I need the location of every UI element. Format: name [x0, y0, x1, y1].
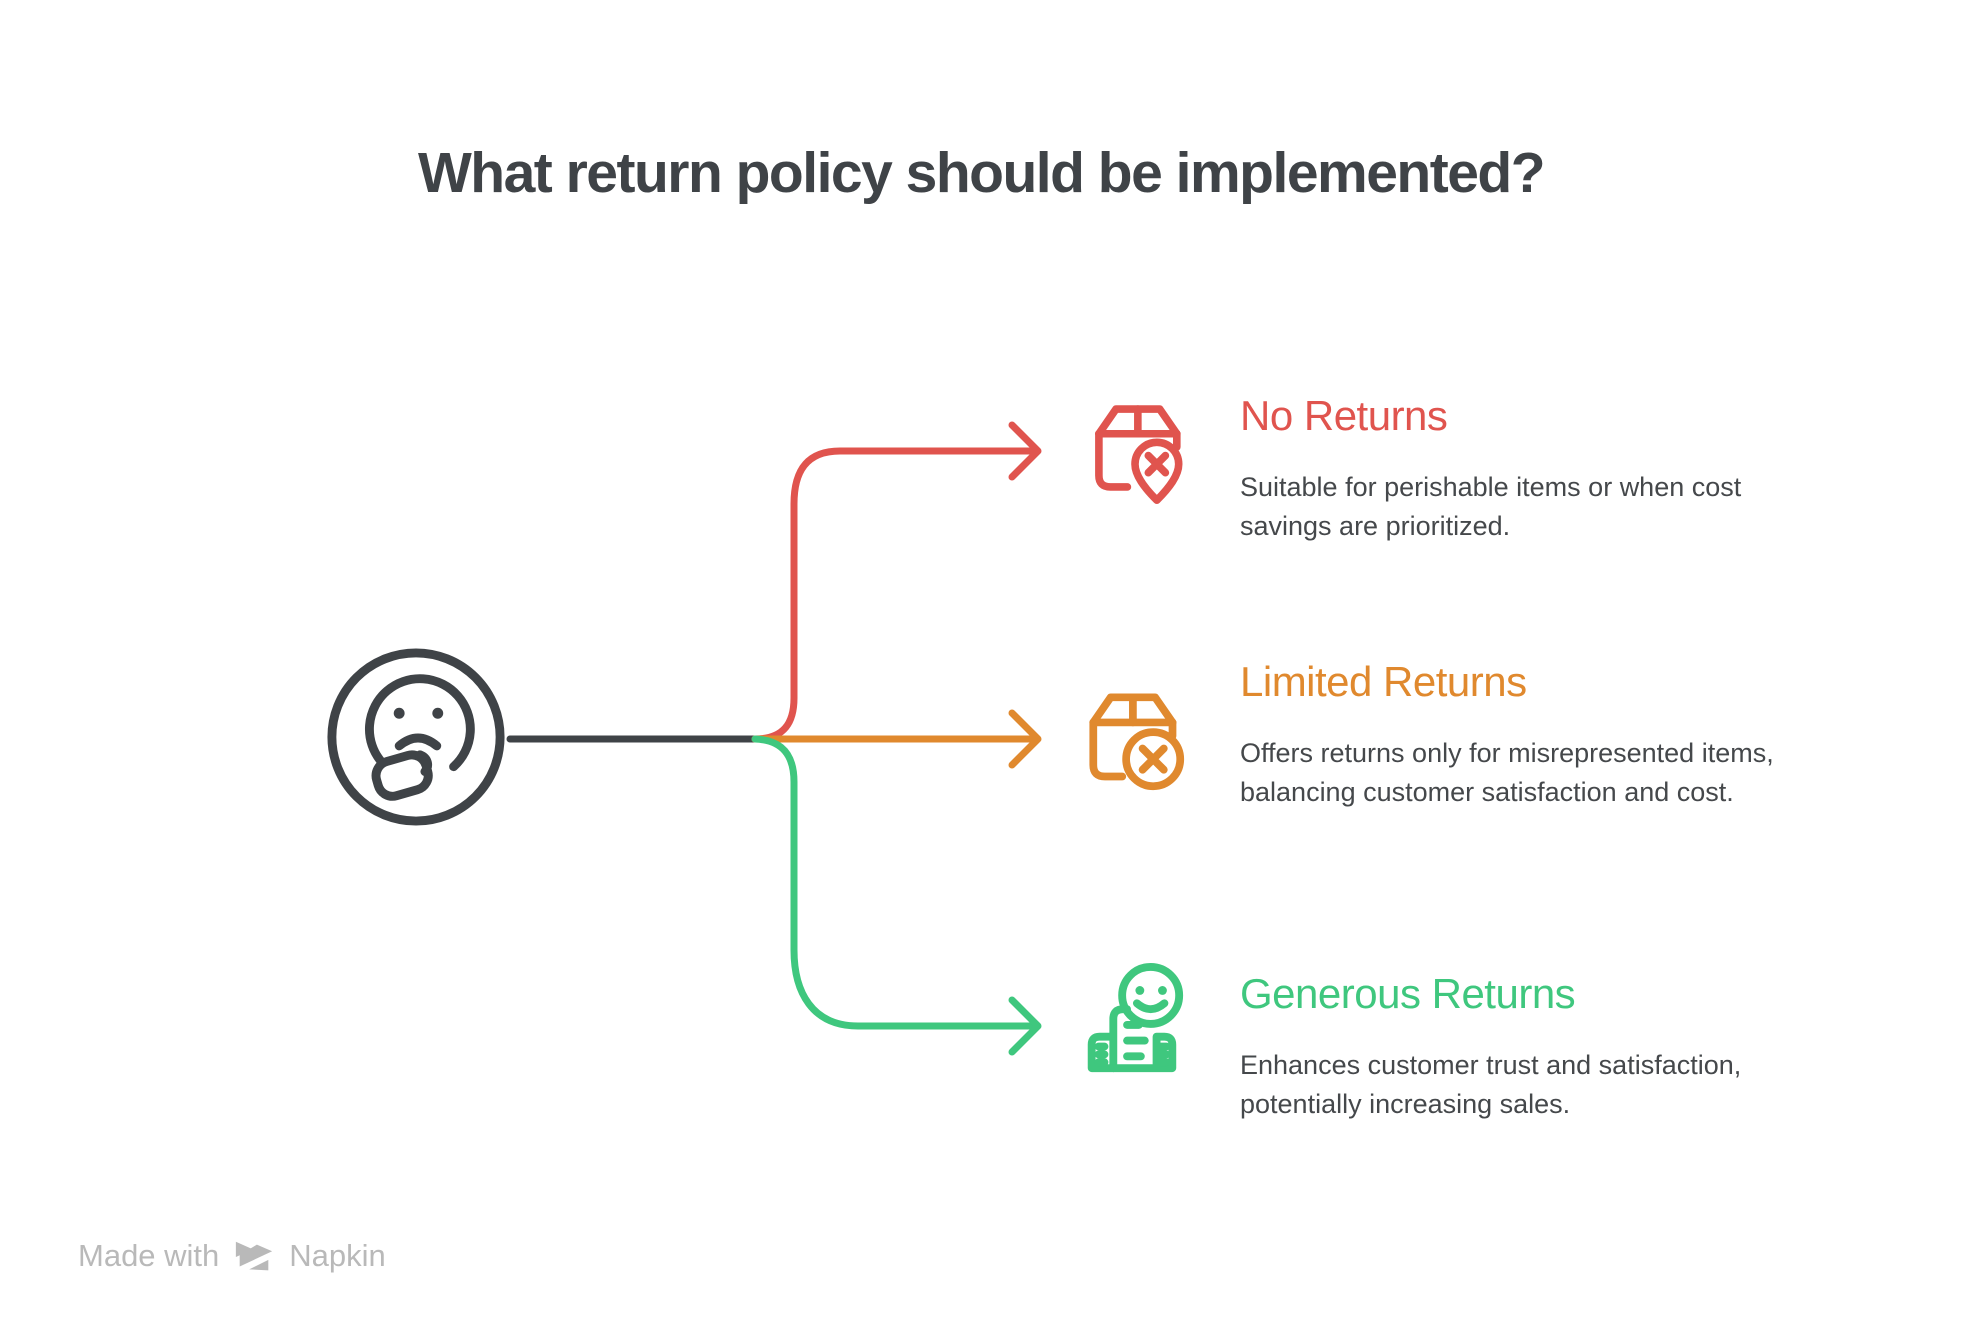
watermark-prefix: Made with	[78, 1238, 220, 1273]
section-no-returns-title: No Returns	[1240, 392, 1448, 439]
branch-no-returns-line	[751, 421, 1042, 743]
section-limited-returns-description: Offers returns only for misrepresented i…	[1240, 738, 1774, 807]
section-no-returns: No Returns Suitable for perishable items…	[1240, 390, 1840, 546]
section-no-returns-description: Suitable for perishable items or when co…	[1240, 472, 1742, 541]
package-x-circle-icon	[1089, 693, 1185, 791]
package-x-pin-icon	[1095, 405, 1183, 505]
branch-limited-returns-line	[751, 709, 1042, 769]
arrowhead-no-returns	[1008, 421, 1042, 481]
section-limited-returns-title: Limited Returns	[1240, 658, 1527, 705]
branch-generous-returns-line	[751, 735, 1042, 1056]
page-title: What return policy should be implemented…	[417, 141, 1546, 205]
receipt-smiley-icon	[1087, 962, 1184, 1073]
arrowhead-generous-returns	[1008, 996, 1042, 1056]
arrowhead-limited-returns	[1008, 709, 1042, 769]
watermark-brand: Napkin	[289, 1238, 386, 1273]
napkin-logo-icon	[236, 1241, 273, 1270]
section-generous-returns-title: Generous Returns	[1240, 970, 1576, 1017]
section-generous-returns: Generous Returns Enhances customer trust…	[1240, 968, 1840, 1124]
thinking-face-icon	[327, 648, 505, 826]
watermark: Made with Napkin	[78, 1238, 386, 1274]
section-limited-returns: Limited Returns Offers returns only for …	[1240, 656, 1840, 812]
section-generous-returns-description: Enhances customer trust and satisfaction…	[1240, 1050, 1742, 1119]
